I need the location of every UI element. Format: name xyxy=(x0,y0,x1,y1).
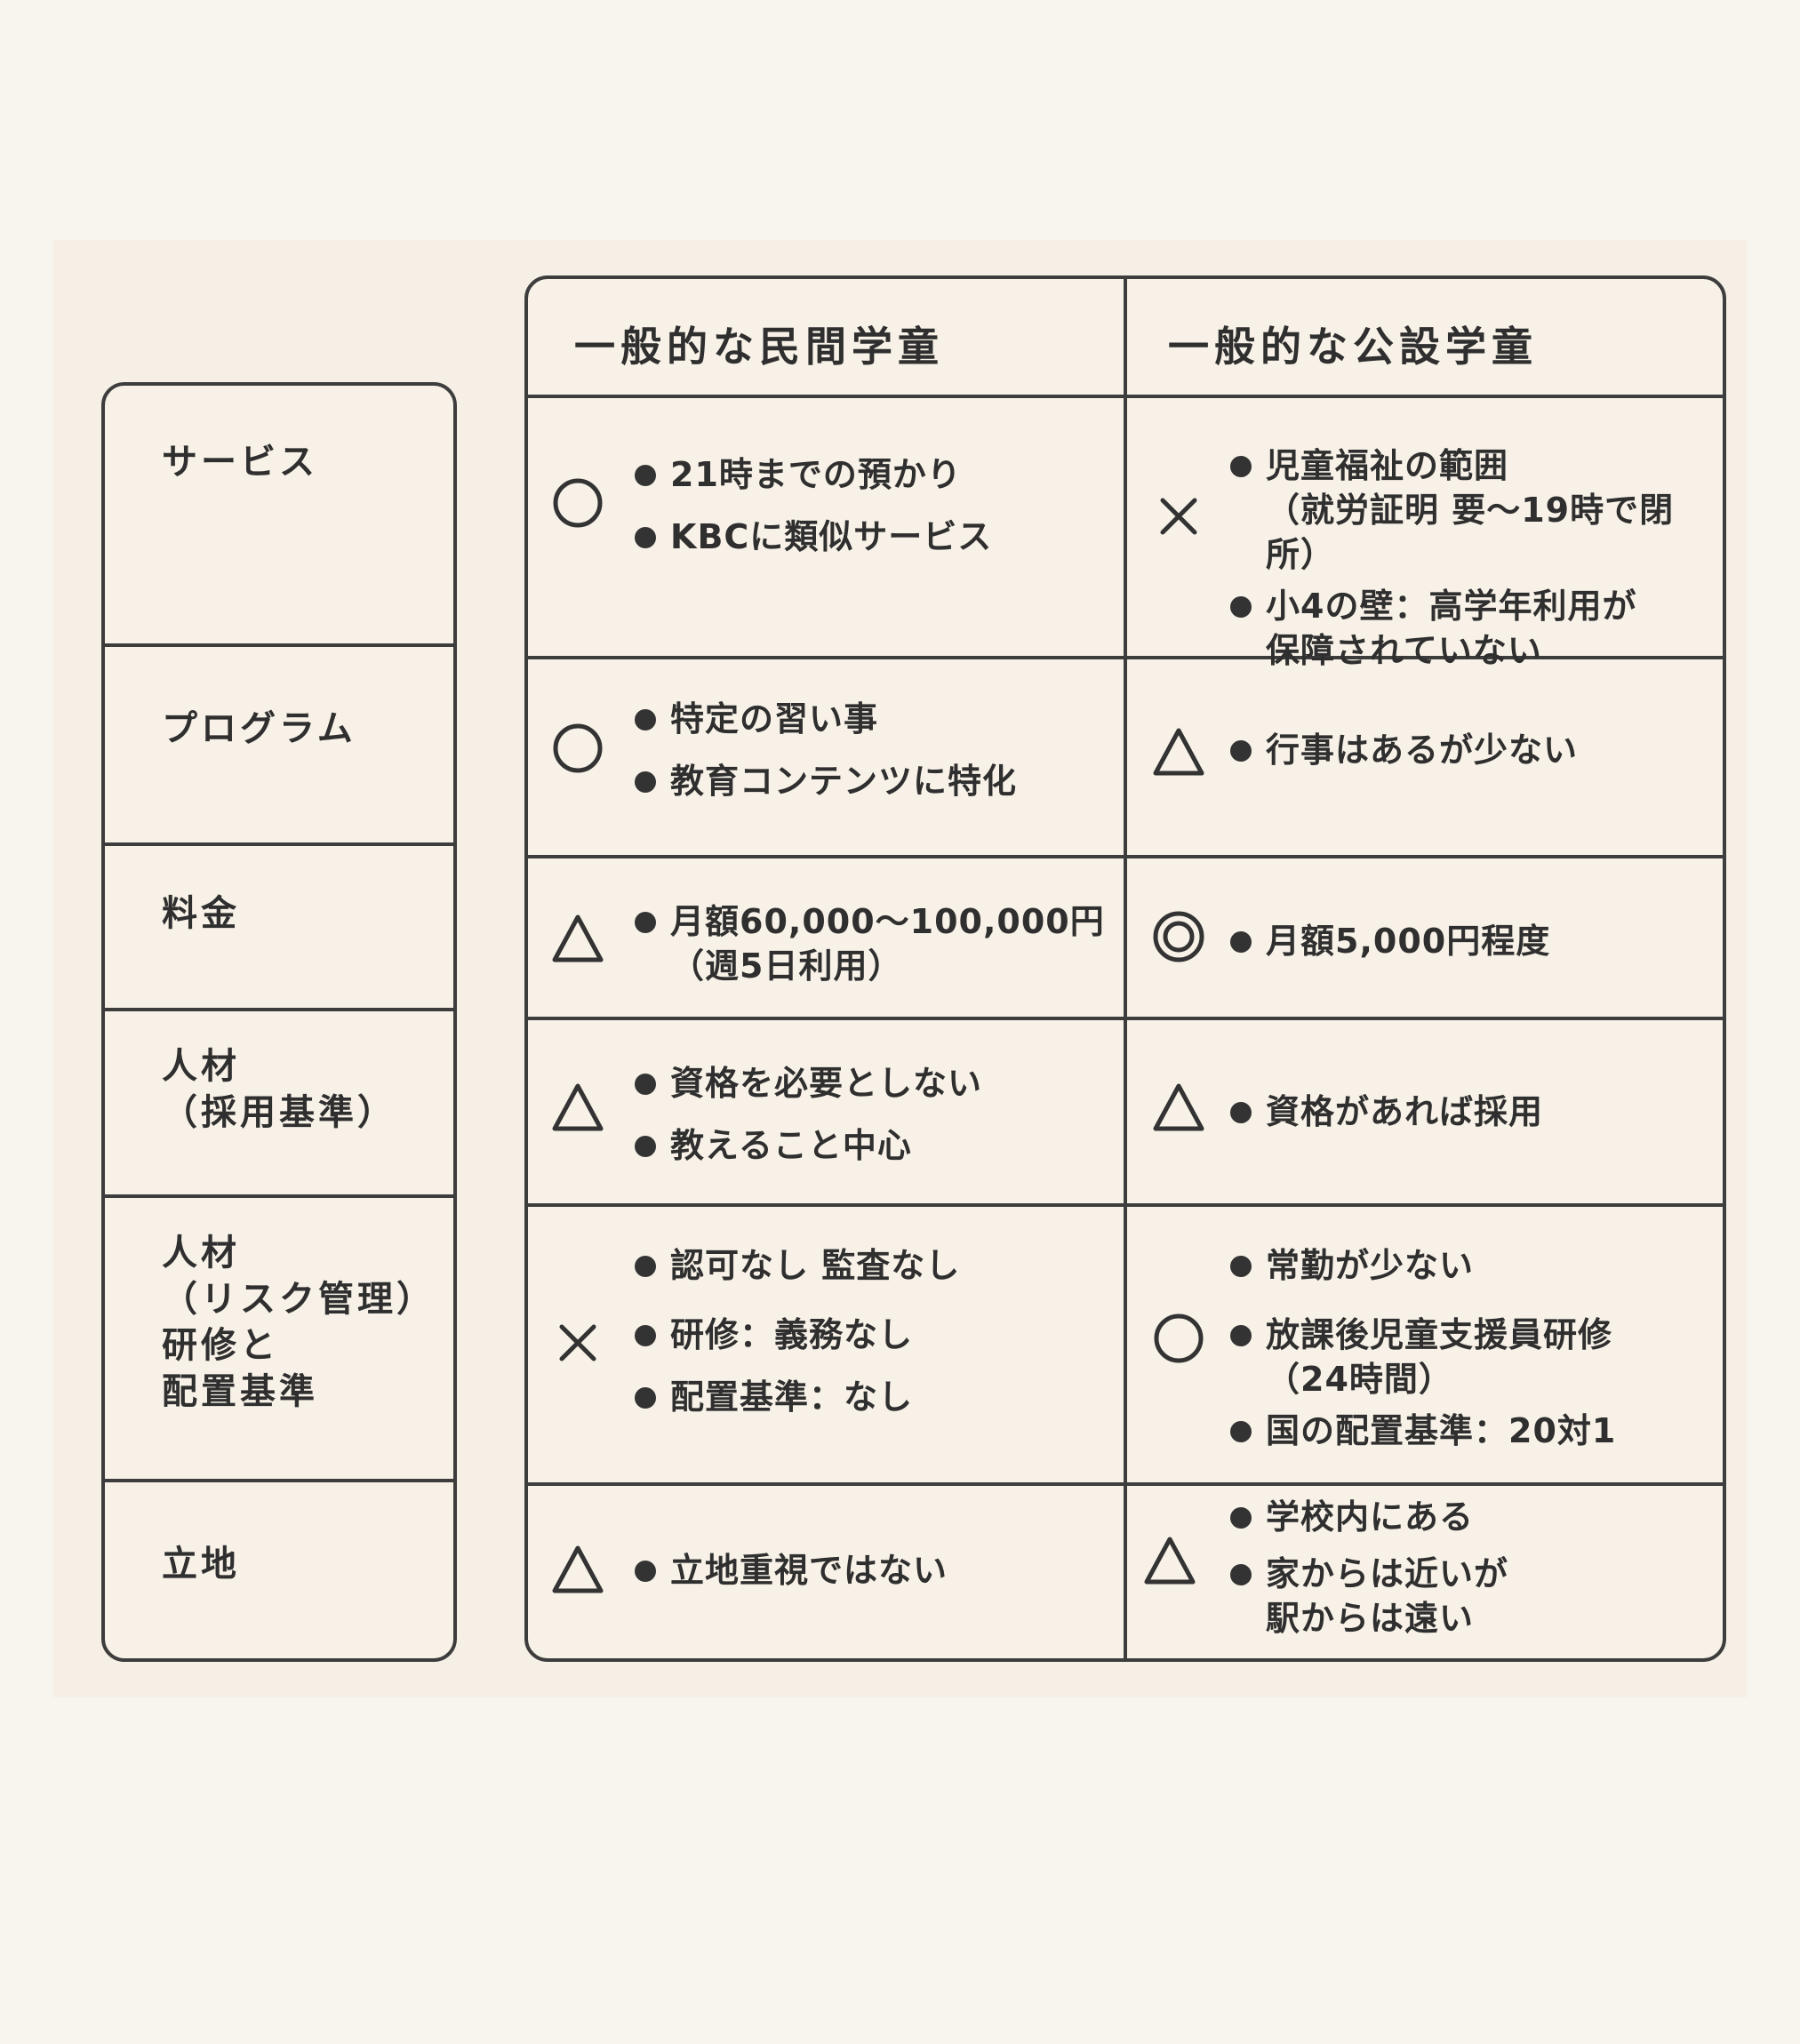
bullet-item: 常勤が少ない xyxy=(1230,1243,1715,1288)
column-header-public: 一般的な公設学童 xyxy=(1168,323,1538,371)
row-label-staff-risk: 人材 （リスク管理） 研修と 配置基準 xyxy=(162,1233,436,1412)
bullet-item: 資格を必要としない xyxy=(635,1061,1115,1106)
bullet-item: 資格があれば採用 xyxy=(1230,1090,1710,1134)
row-label-service: サービス xyxy=(162,442,318,483)
cell-list: 認可なし 監査なし 研修：義務なし 配置基準：なし xyxy=(635,1243,1115,1426)
divider xyxy=(528,1017,1723,1020)
circle-mark-icon xyxy=(549,720,606,777)
divider xyxy=(105,1479,453,1482)
divider xyxy=(105,842,453,846)
triangle-mark-icon xyxy=(1150,1079,1207,1136)
bullet-item: 特定の習い事 xyxy=(635,697,1115,741)
circle-mark-icon xyxy=(549,475,606,531)
cell-list: 行事はあるが少ない xyxy=(1230,728,1710,790)
bullet-item: 小4の壁：高学年利用が 保障されていない xyxy=(1230,584,1723,673)
circle-mark-icon xyxy=(1150,1310,1207,1367)
comparison-table: 一般的な民間学童 一般的な公設学童 21時までの預かり KBCに類似サービス 児… xyxy=(524,275,1726,1662)
divider xyxy=(528,656,1723,659)
divider xyxy=(528,1203,1723,1207)
bullet-item: 月額60,000～100,000円 （週5日利用） xyxy=(635,899,1119,988)
cell-list: 特定の習い事 教育コンテンツに特化 xyxy=(635,697,1115,821)
bullet-item: 月額5,000円程度 xyxy=(1230,919,1710,963)
bullet-item: 児童福祉の範囲 （就労証明 要～19時で閉所） xyxy=(1230,443,1723,577)
row-label-fee: 料金 xyxy=(162,893,240,934)
cell-list: 21時までの預かり KBCに類似サービス xyxy=(635,452,1097,577)
bullet-item: 立地重視ではない xyxy=(635,1548,1115,1593)
triangle-mark-icon xyxy=(549,1541,606,1598)
row-label-column: サービス プログラム 料金 人材 （採用基準） 人材 （リスク管理） 研修と 配… xyxy=(101,382,457,1662)
bullet-item: 国の配置基準：20対1 xyxy=(1230,1409,1715,1453)
divider xyxy=(105,1194,453,1198)
bullet-item: 行事はあるが少ない xyxy=(1230,728,1710,772)
triangle-mark-icon xyxy=(1150,723,1207,780)
triangle-mark-icon xyxy=(549,1079,606,1136)
column-divider xyxy=(1124,279,1127,1658)
bullet-item: 教えること中心 xyxy=(635,1123,1115,1168)
cell-list: 学校内にある 家からは近いが 駅からは遠い xyxy=(1230,1495,1710,1648)
bullet-item: 研修：義務なし xyxy=(635,1313,1115,1357)
cross-mark-icon xyxy=(549,1314,606,1371)
cross-mark-icon xyxy=(1150,488,1207,545)
cell-list: 常勤が少ない 放課後児童支援員研修 （24時間） 国の配置基準：20対1 xyxy=(1230,1243,1715,1460)
bullet-item: 放課後児童支援員研修 （24時間） xyxy=(1230,1313,1715,1401)
bullet-item: 学校内にある xyxy=(1230,1495,1710,1539)
divider xyxy=(105,1008,453,1011)
cell-list: 立地重視ではない xyxy=(635,1548,1115,1610)
row-label-staff-hiring: 人材 （採用基準） xyxy=(162,1046,396,1133)
divider xyxy=(528,855,1723,858)
divider xyxy=(105,643,453,647)
cell-list: 児童福祉の範囲 （就労証明 要～19時で閉所） 小4の壁：高学年利用が 保障され… xyxy=(1230,443,1723,680)
bullet-item: 認可なし 監査なし xyxy=(635,1243,1115,1288)
cell-list: 資格があれば採用 xyxy=(1230,1090,1710,1152)
triangle-mark-icon xyxy=(549,910,606,967)
bullet-item: 21時までの預かり xyxy=(635,452,1097,497)
row-label-program: プログラム xyxy=(162,708,356,749)
triangle-mark-icon xyxy=(1141,1532,1198,1589)
bullet-item: 家からは近いが 駅からは遠い xyxy=(1230,1552,1710,1641)
cell-list: 月額60,000～100,000円 （週5日利用） xyxy=(635,899,1119,1006)
cell-list: 月額5,000円程度 xyxy=(1230,919,1710,981)
bullet-item: 教育コンテンツに特化 xyxy=(635,759,1115,803)
bullet-item: 配置基準：なし xyxy=(635,1375,1115,1419)
row-label-location: 立地 xyxy=(162,1544,240,1585)
cell-list: 資格を必要としない 教えること中心 xyxy=(635,1061,1115,1186)
column-header-private: 一般的な民間学童 xyxy=(574,323,944,371)
divider xyxy=(528,395,1723,398)
bullet-item: KBCに類似サービス xyxy=(635,515,1097,559)
double-circle-mark-icon xyxy=(1150,908,1207,965)
divider xyxy=(528,1482,1723,1486)
